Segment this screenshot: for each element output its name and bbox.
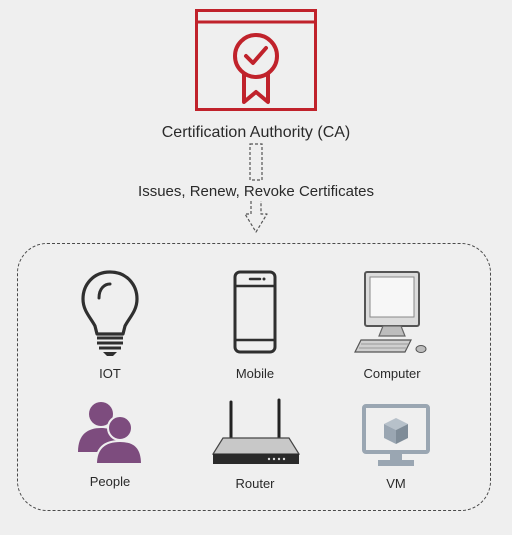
people-icon <box>78 402 144 465</box>
device-mobile: Mobile <box>190 268 320 381</box>
devices-group <box>17 243 491 511</box>
virtual-machine-icon <box>362 404 430 466</box>
device-label: Computer <box>363 366 421 381</box>
light-bulb-icon <box>81 270 139 356</box>
device-label: VM <box>386 476 406 491</box>
device-computer: Computer <box>327 268 457 381</box>
smartphone-icon <box>233 270 277 354</box>
device-label: People <box>89 474 131 489</box>
device-label: Mobile <box>235 366 275 381</box>
device-label: IOT <box>99 366 121 381</box>
device-vm: VM <box>331 398 461 491</box>
dashed-arrow-head <box>244 201 268 233</box>
device-router: Router <box>190 398 320 491</box>
device-iot: IOT <box>45 268 175 381</box>
ca-title: Certification Authority (CA) <box>161 124 351 141</box>
certificate-window-icon <box>195 9 317 111</box>
desktop-computer-icon <box>354 271 427 353</box>
dashed-arrow-shaft <box>249 143 263 181</box>
relationship-label: Issues, Renew, Revoke Certificates <box>138 183 374 200</box>
device-label: Router <box>235 476 275 491</box>
device-people: People <box>45 398 175 489</box>
router-icon <box>211 398 301 464</box>
